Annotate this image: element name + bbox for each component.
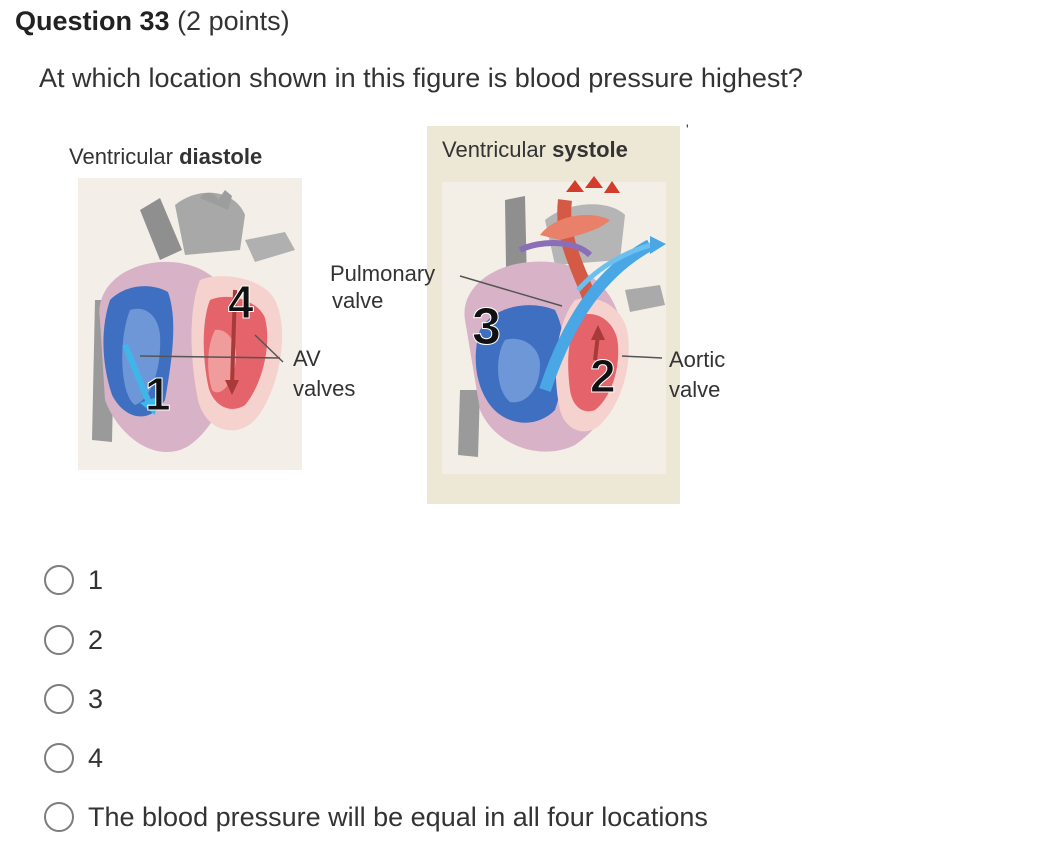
- systole-title: Ventricular systole: [442, 137, 628, 162]
- radio-button[interactable]: [44, 743, 74, 773]
- diastole-title: Ventricular diastole: [69, 144, 262, 169]
- pulmonary-label-line2: valve: [332, 288, 383, 313]
- systole-heart: [458, 176, 666, 457]
- diastole-heart: [92, 190, 295, 453]
- location-marker-4: 4: [228, 276, 254, 328]
- location-marker-2: 2: [590, 350, 616, 402]
- av-label-line2: valves: [293, 376, 355, 401]
- radio-button[interactable]: [44, 684, 74, 714]
- choice-5[interactable]: The blood pressure will be equal in all …: [44, 797, 708, 837]
- choice-1[interactable]: 1: [44, 560, 103, 600]
- choice-label: 3: [88, 683, 104, 714]
- question-number: Question 33: [15, 6, 170, 36]
- heart-diagram: Ventricular diastole Ventricular systole…: [69, 121, 725, 504]
- aortic-label-line2: valve: [669, 377, 720, 402]
- location-marker-1: 1: [145, 368, 171, 420]
- av-label-line1: AV: [293, 346, 321, 371]
- aortic-label-line1: Aortic: [669, 347, 725, 372]
- choice-label: 1: [88, 564, 104, 595]
- radio-button[interactable]: [44, 802, 74, 832]
- location-marker-3: 3: [472, 298, 501, 356]
- choice-label: 2: [88, 624, 104, 655]
- pulmonary-label-line1: Pulmonary: [330, 261, 435, 286]
- choice-label: The blood pressure will be equal in all …: [88, 801, 708, 832]
- heart-figure: Ventricular diastole Ventricular systole…: [69, 121, 725, 504]
- choice-2[interactable]: 2: [44, 620, 103, 660]
- radio-button[interactable]: [44, 625, 74, 655]
- question-points: (2 points): [177, 6, 290, 36]
- question-prompt: At which location shown in this figure i…: [39, 63, 803, 93]
- choice-3[interactable]: 3: [44, 679, 103, 719]
- choice-label: 4: [88, 742, 104, 773]
- radio-button[interactable]: [44, 565, 74, 595]
- stray-mark: ': [686, 121, 689, 137]
- question-header: Question 33 (2 points): [15, 6, 290, 37]
- choice-4[interactable]: 4: [44, 738, 103, 778]
